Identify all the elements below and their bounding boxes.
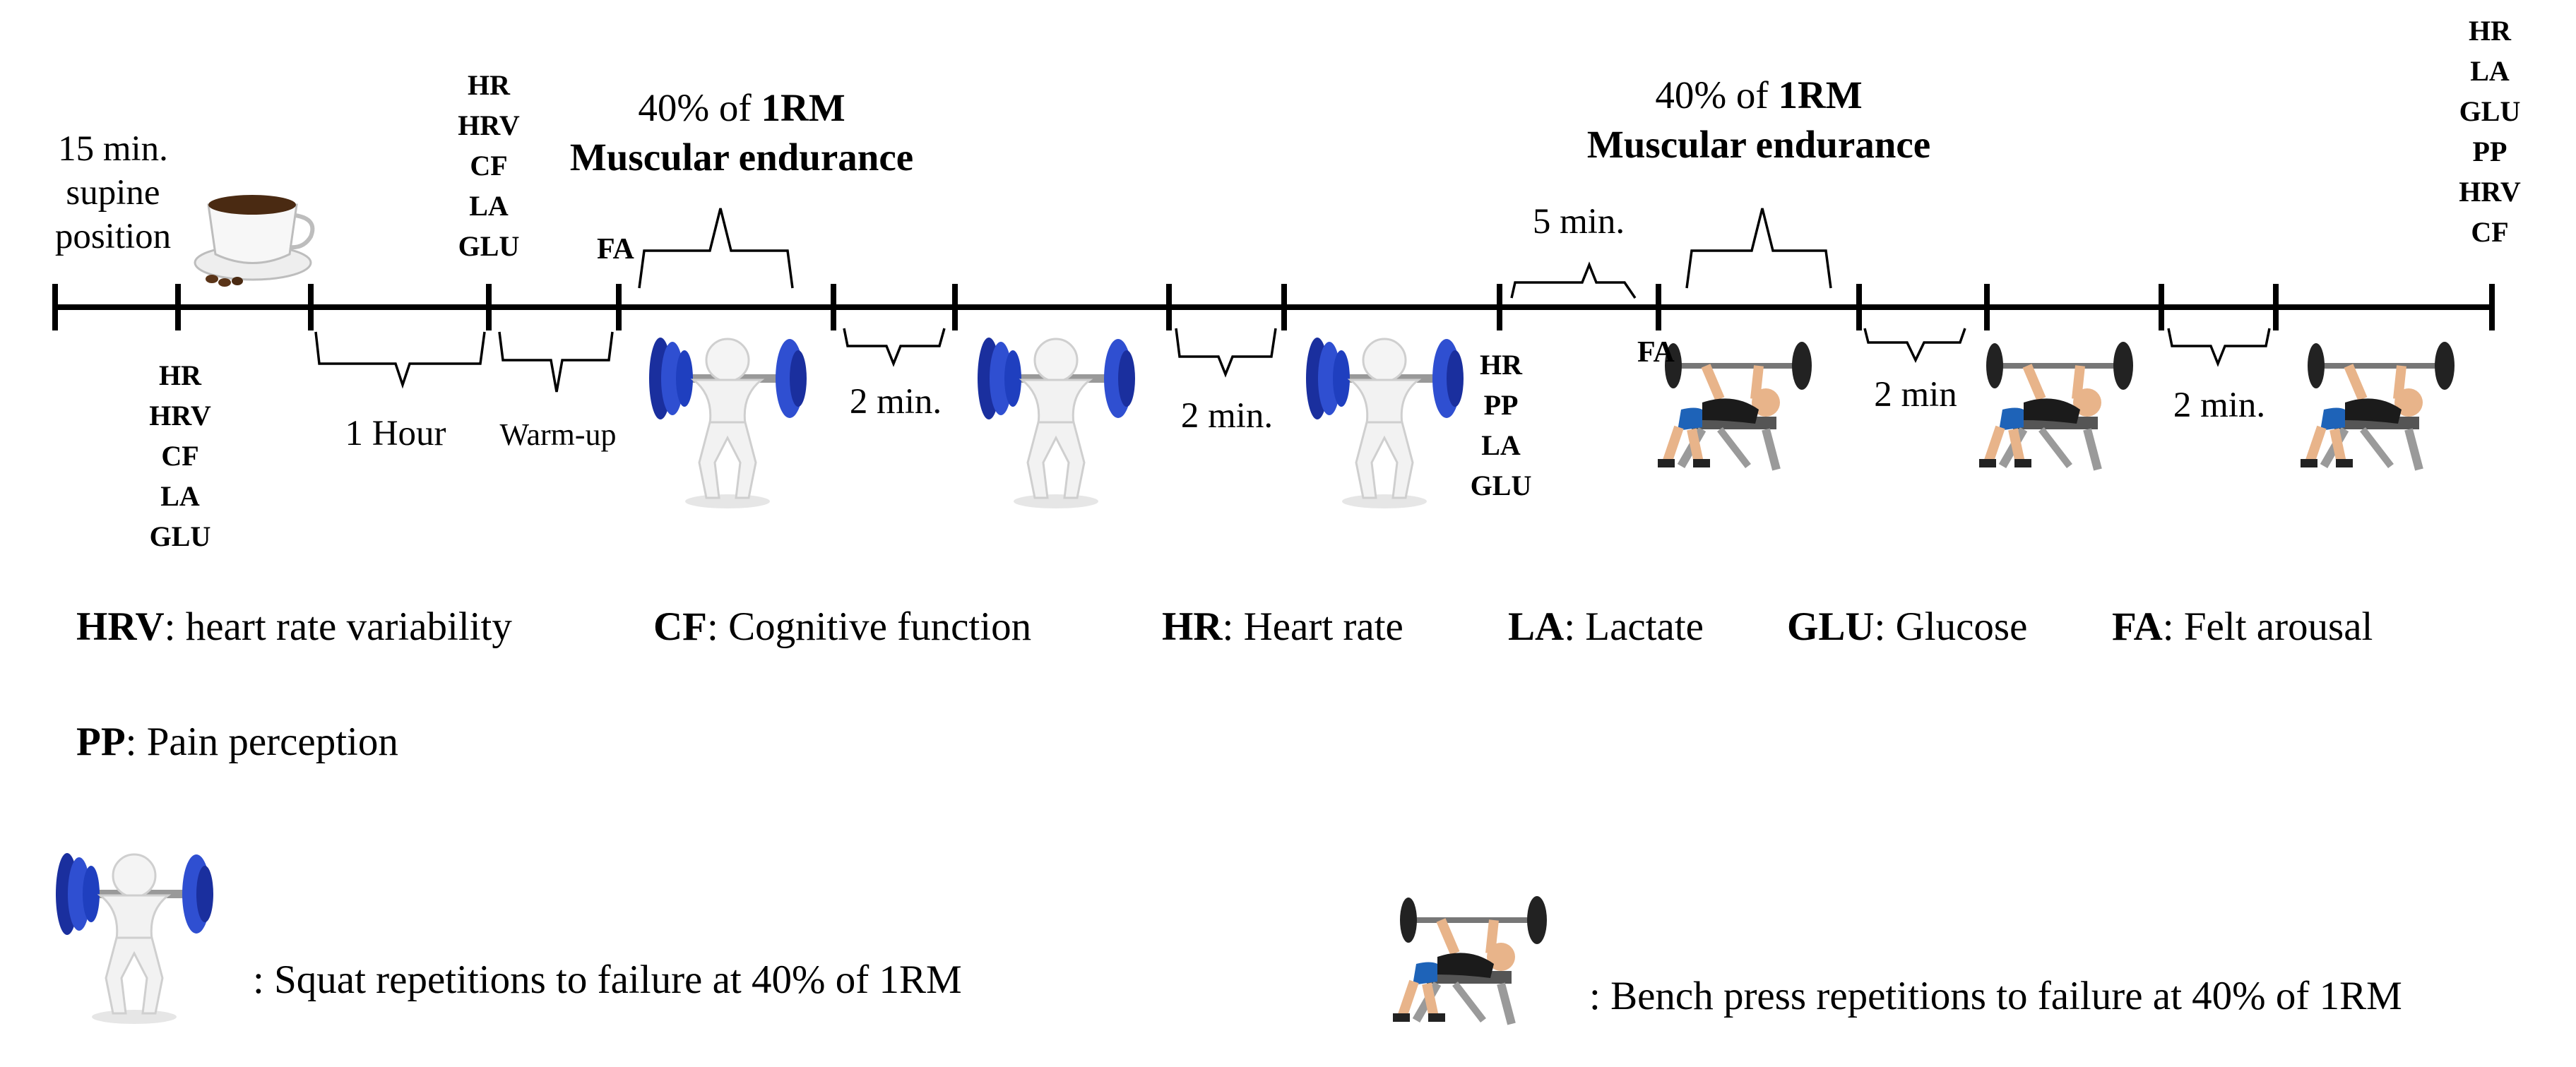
interval-label-transition: 5 min. (1532, 202, 1625, 242)
legend-text: : Pain perception (125, 720, 398, 764)
squat-legend-text: : Squat repetitions to failure at 40% of… (253, 958, 962, 1002)
bench-legend-text: : Bench press repetitions to failure at … (1589, 974, 2402, 1018)
bench-press-icon (1658, 342, 1812, 470)
legend-text: : Lactate (1564, 604, 1704, 649)
legend-la: LA: Lactate (1508, 604, 1704, 650)
measure-label: LA (2470, 55, 2510, 87)
legend-text: : Heart rate (1222, 604, 1403, 649)
legend-abbr: HRV (76, 604, 165, 649)
supine-note-line: 15 min. (58, 129, 168, 169)
legend-text: : heart rate variability (164, 604, 512, 649)
bench-block-heading: 40% of 1RM Muscular endurance (1587, 71, 1930, 169)
timeline-ticks (52, 284, 2495, 330)
legend-hrv: HRV: heart rate variability (76, 604, 512, 650)
interval-label-rest4: 2 min. (2173, 386, 2266, 425)
heading-line2: Muscular endurance (569, 136, 914, 179)
legend-text: : Cognitive function (706, 604, 1032, 649)
squat-icon (1305, 336, 1465, 510)
measurements-after-squat: HR PP LA GLU (1471, 345, 1532, 506)
legend-abbr: PP (76, 720, 126, 764)
measure-label: HRV (2459, 176, 2521, 208)
measure-label: GLU (149, 520, 211, 552)
heading-line2: Muscular endurance (1586, 123, 1931, 166)
legend-text: : Glucose (1874, 604, 2028, 649)
legend-glu: GLU: Glucose (1787, 604, 2027, 650)
measure-label: GLU (1470, 470, 1532, 501)
supine-note-line: supine (66, 173, 160, 213)
measure-label: LA (1481, 429, 1521, 461)
interval-label-rest2: 2 min. (1180, 396, 1274, 436)
measure-label: HRV (458, 109, 520, 141)
legend-fa: FA: Felt arousal (2112, 604, 2373, 650)
heading-1rm: 1RM (1778, 73, 1863, 117)
legend-hr: HR: Heart rate (1162, 604, 1403, 650)
measure-label: HR (2468, 15, 2511, 47)
heading-pct: 40% of (1655, 73, 1779, 117)
measure-label: LA (469, 190, 509, 222)
heading-pct: 40% of (638, 86, 761, 129)
squat-icon (648, 336, 808, 510)
legend-abbr: FA (2112, 604, 2163, 649)
fa-label: FA (597, 233, 634, 266)
squat-block-heading: 40% of 1RM Muscular endurance (570, 83, 913, 182)
supine-note-line: position (54, 217, 172, 256)
measure-label: GLU (458, 230, 520, 262)
legend-abbr: HR (1162, 604, 1223, 649)
braces-above (638, 208, 1832, 299)
bench-press-legend-icon (1393, 896, 1547, 1024)
measure-label: PP (2472, 136, 2507, 167)
measure-label: HRV (149, 400, 211, 431)
heading-line1: 40% of 1RM (1587, 71, 1930, 120)
interval-label-hour: 1 Hour (345, 414, 446, 453)
heading-line1: 40% of 1RM (570, 83, 913, 133)
bench-press-icon (1979, 342, 2133, 470)
interval-label-rest1: 2 min. (849, 382, 942, 422)
interval-label-warmup: Warm-up (499, 417, 617, 452)
measure-label: HR (158, 359, 201, 391)
bench-press-icon (2301, 342, 2455, 470)
squat-icon (976, 336, 1136, 510)
supine-note: 15 min. supine position (55, 127, 171, 258)
measure-label: CF (2471, 216, 2509, 248)
legend-abbr: LA (1508, 604, 1565, 649)
measure-label: HR (467, 69, 510, 101)
heading-1rm: 1RM (761, 86, 845, 129)
fa-label: FA (1637, 336, 1675, 369)
measure-label: HR (1480, 349, 1522, 381)
measure-label: CF (470, 150, 508, 181)
legend-cf: CF: Cognitive function (653, 604, 1031, 650)
measure-label: GLU (2459, 95, 2521, 127)
legend-abbr: CF (653, 604, 707, 649)
measurements-pre-warmup: HR HRV CF LA GLU (458, 65, 519, 266)
measurements-final: HR LA GLU PP HRV CF (2459, 11, 2520, 252)
braces-below (314, 328, 2271, 393)
legend-pp: PP: Pain perception (76, 719, 398, 765)
legend-text: : Felt arousal (2162, 604, 2373, 649)
measure-label: LA (160, 480, 200, 512)
measure-label: PP (1483, 389, 1519, 421)
measure-label: CF (161, 440, 199, 472)
interval-label-rest3: 2 min (1874, 375, 1957, 415)
squat-legend-icon (54, 852, 215, 1025)
coffee-cup-icon (194, 195, 315, 287)
measurements-baseline: HR HRV CF LA GLU (149, 355, 210, 556)
legend-abbr: GLU (1787, 604, 1875, 649)
